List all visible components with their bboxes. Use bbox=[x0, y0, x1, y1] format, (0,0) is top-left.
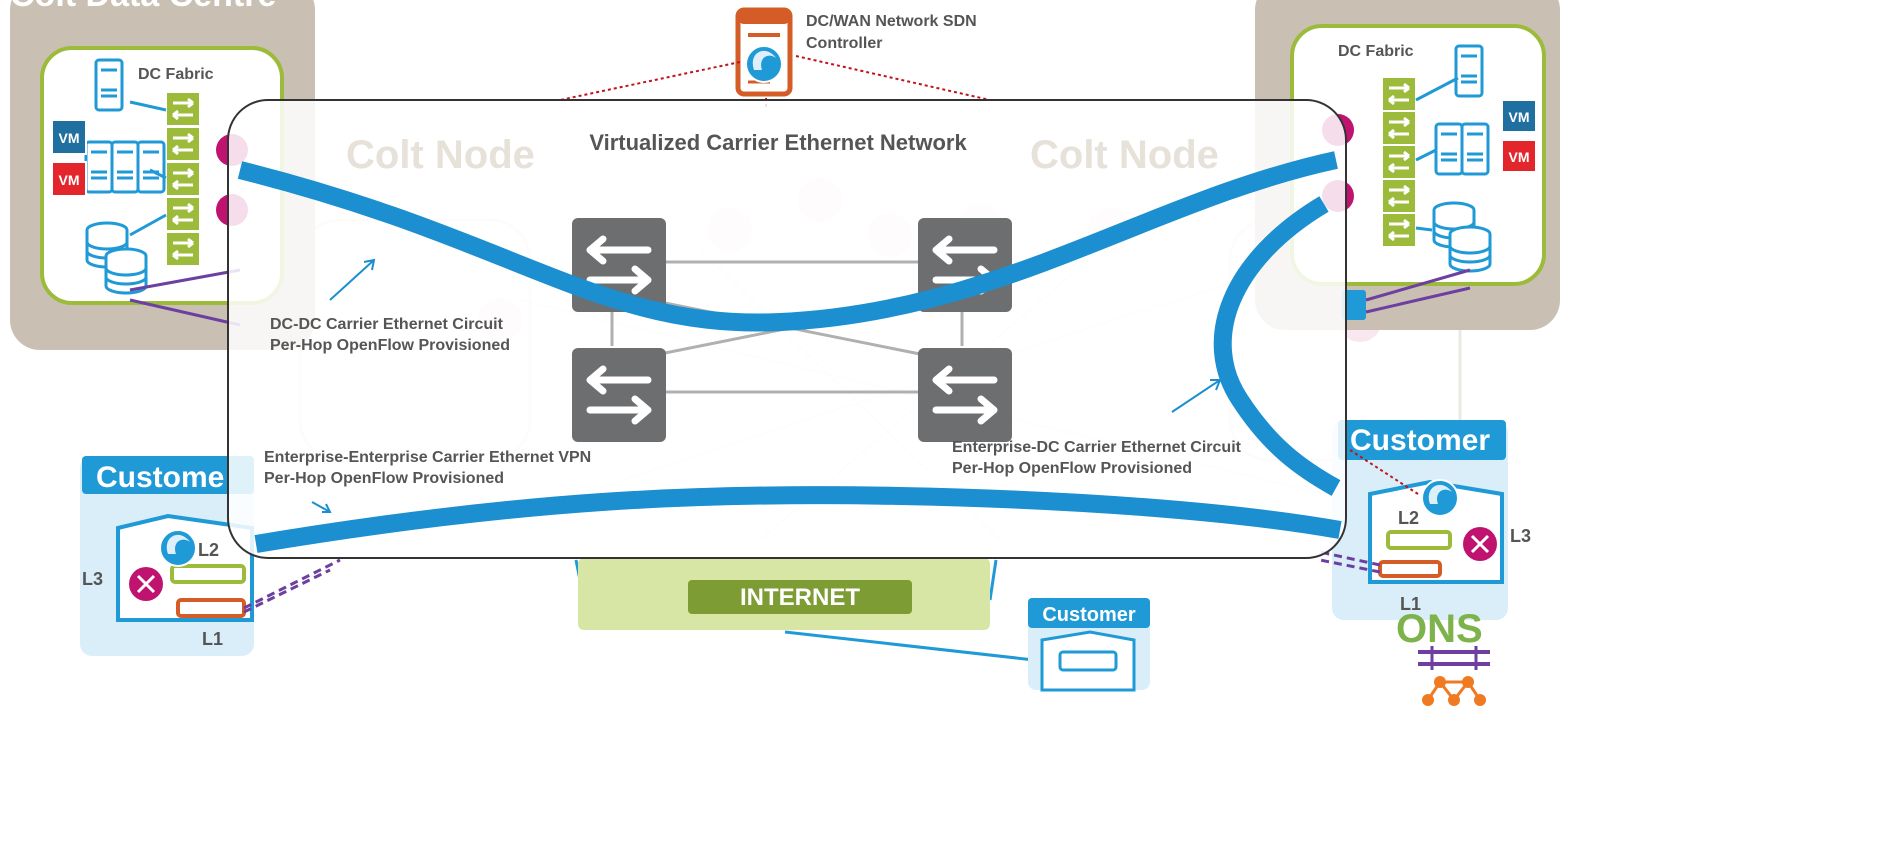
vm-blue-badge-right: VM bbox=[1501, 99, 1537, 133]
left-fabric-switches bbox=[164, 90, 202, 268]
circuit-pipes bbox=[237, 151, 1342, 553]
openflow-switch-icon bbox=[572, 348, 666, 442]
vm-red-badge-right: VM bbox=[1501, 139, 1537, 173]
dc-fabric-right-label: DC Fabric bbox=[1338, 43, 1414, 60]
svg-text:VM: VM bbox=[59, 130, 80, 146]
customer-left: Custome L2 L3 L1 bbox=[80, 456, 341, 656]
database-icon bbox=[104, 247, 148, 295]
openflow-switch-icon bbox=[918, 348, 1012, 442]
server-icon bbox=[1454, 44, 1484, 98]
datacentre-title: Colt Data Centre bbox=[10, 0, 276, 14]
router-icon bbox=[1461, 525, 1499, 563]
dc-fabric-left-label: DC Fabric bbox=[138, 66, 214, 83]
ent-ent-circuit-line1: Enterprise-Enterprise Carrier Ethernet V… bbox=[264, 449, 591, 466]
right-l2-label: L2 bbox=[1398, 508, 1419, 528]
ent-dc-circuit-line1: Enterprise-DC Carrier Ethernet Circuit bbox=[952, 439, 1242, 456]
internet-box: INTERNET bbox=[574, 558, 1053, 664]
sdn-globe-icon bbox=[1421, 479, 1459, 517]
ent-ent-circuit-line2: Per-Hop OpenFlow Provisioned bbox=[264, 470, 504, 487]
server-icon bbox=[94, 58, 124, 112]
vm-red-badge-left: VM bbox=[51, 161, 87, 197]
right-l3-label: L3 bbox=[1510, 526, 1531, 546]
customer-right-label: Customer bbox=[1350, 424, 1490, 457]
sdn-globe-icon bbox=[745, 45, 783, 83]
sdn-controller: DC/WAN Network SDN Controller bbox=[559, 7, 991, 108]
sdn-globe-icon bbox=[159, 529, 197, 567]
server-rack-icon bbox=[84, 140, 166, 194]
internet-label: INTERNET bbox=[740, 584, 860, 611]
right-l1-label: L1 bbox=[1400, 594, 1421, 614]
pointer-arrows bbox=[311, 258, 1222, 513]
customer-bottom-label: Customer bbox=[1042, 604, 1136, 626]
left-l3-label: L3 bbox=[82, 569, 103, 589]
left-l2-label: L2 bbox=[198, 540, 219, 560]
virtual-network-overlay: Virtualized Carrier Ethernet Network Col… bbox=[227, 99, 1347, 559]
server-rack-icon bbox=[1434, 122, 1490, 176]
svg-text:VM: VM bbox=[59, 172, 80, 188]
svg-text:VM: VM bbox=[1509, 149, 1530, 165]
database-icon bbox=[1448, 225, 1492, 273]
colt-node-right: Colt Node bbox=[1030, 133, 1219, 177]
controller-label-line1: DC/WAN Network SDN bbox=[806, 13, 977, 30]
svg-text:VM: VM bbox=[1509, 109, 1530, 125]
right-fabric-switches bbox=[1380, 75, 1418, 249]
customer-right: Customer L2 L3 L1 bbox=[1319, 420, 1531, 620]
router-icon bbox=[127, 565, 165, 603]
ons-logo: ONS bbox=[1396, 607, 1490, 706]
ent-dc-circuit-line2: Per-Hop OpenFlow Provisioned bbox=[952, 460, 1192, 477]
customer-left-label: Custome bbox=[96, 461, 224, 494]
dc-dc-circuit-line1: DC-DC Carrier Ethernet Circuit bbox=[270, 316, 504, 333]
svg-text:ONS: ONS bbox=[1396, 607, 1483, 651]
dc-dc-circuit-line2: Per-Hop OpenFlow Provisioned bbox=[270, 337, 510, 354]
controller-label-line2: Controller bbox=[806, 35, 882, 52]
overlay-title: Virtualized Carrier Ethernet Network bbox=[589, 130, 967, 155]
colt-node-left: Colt Node bbox=[346, 133, 535, 177]
customer-bottom: Customer bbox=[1028, 598, 1150, 692]
vm-blue-badge-left: VM bbox=[51, 119, 87, 155]
left-l1-label: L1 bbox=[202, 629, 223, 649]
